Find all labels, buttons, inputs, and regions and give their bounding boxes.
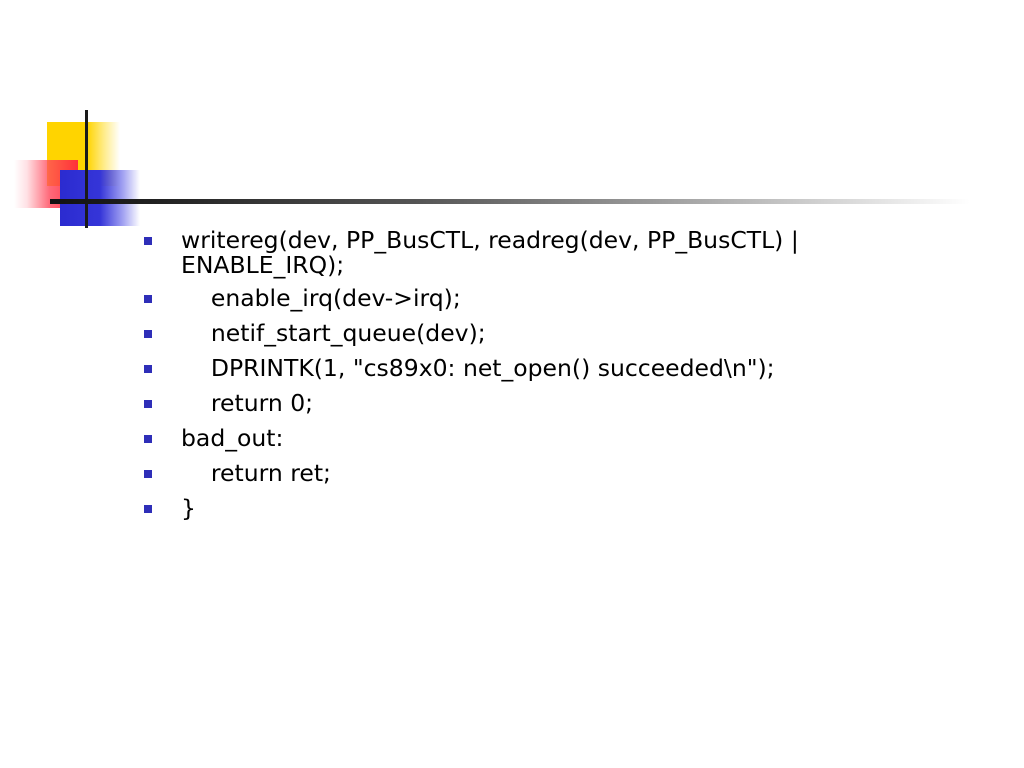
- list-item: return 0;: [140, 391, 880, 416]
- bullet-square-icon: [144, 330, 152, 338]
- bullet-square-icon: [144, 295, 152, 303]
- bullet-text: bad_out:: [181, 424, 284, 452]
- list-item: netif_start_queue(dev);: [140, 321, 880, 346]
- bullet-text: }: [181, 494, 196, 522]
- bullet-text: netif_start_queue(dev);: [181, 319, 486, 347]
- bullet-list: writereg(dev, PP_BusCTL, readreg(dev, PP…: [140, 228, 880, 531]
- list-item: return ret;: [140, 461, 880, 486]
- logo-blue-square: [60, 170, 140, 226]
- bullet-text: DPRINTK(1, "cs89x0: net_open() succeeded…: [181, 354, 775, 382]
- bullet-square-icon: [144, 505, 152, 513]
- list-item: enable_irq(dev->irq);: [140, 286, 880, 311]
- list-item: bad_out:: [140, 426, 880, 451]
- bullet-square-icon: [144, 400, 152, 408]
- bullet-square-icon: [144, 365, 152, 373]
- bullet-text: return ret;: [181, 459, 331, 487]
- bullet-text: writereg(dev, PP_BusCTL, readreg(dev, PP…: [181, 226, 807, 279]
- list-item: writereg(dev, PP_BusCTL, readreg(dev, PP…: [140, 228, 880, 278]
- bullet-square-icon: [144, 435, 152, 443]
- bullet-square-icon: [144, 237, 152, 245]
- list-item: }: [140, 496, 880, 521]
- list-item: DPRINTK(1, "cs89x0: net_open() succeeded…: [140, 356, 880, 381]
- bullet-text: enable_irq(dev->irq);: [181, 284, 461, 312]
- bullet-text: return 0;: [181, 389, 314, 417]
- logo-vertical-line: [85, 110, 88, 228]
- title-divider-rule: [50, 199, 970, 204]
- bullet-square-icon: [144, 470, 152, 478]
